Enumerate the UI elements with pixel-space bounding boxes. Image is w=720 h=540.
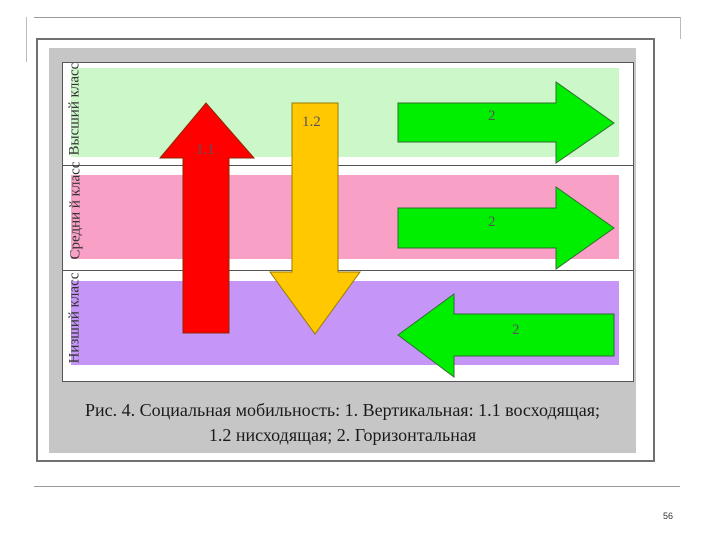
page-number: 56 (663, 511, 674, 521)
arrow-vertical-up (158, 102, 256, 334)
arrow-horizontal-upper (397, 81, 615, 164)
arrow-up-label: 1.1 (196, 142, 215, 158)
band-divider (63, 165, 633, 166)
left-rule (26, 17, 27, 62)
caption-line-1: Рис. 4. Социальная мобильность: 1. Верти… (84, 400, 601, 420)
arrow-down-label: 1.2 (302, 114, 321, 130)
right-rule (680, 17, 681, 39)
arrow-horizontal-upper-label: 2 (488, 108, 496, 124)
arrow-horizontal-lower-label: 2 (512, 322, 520, 338)
band-divider (63, 270, 633, 271)
arrow-horizontal-lower (397, 293, 615, 378)
top-rule (34, 17, 680, 18)
figure-caption: Рис. 4. Социальная мобильность: 1. Верти… (50, 398, 635, 448)
bottom-rule (34, 486, 680, 487)
arrow-vertical-down (269, 102, 361, 335)
arrow-horizontal-middle (397, 186, 615, 270)
arrow-horizontal-middle-label: 2 (488, 214, 496, 230)
caption-line-2: 1.2 нисходящая; 2. Горизонтальная (208, 425, 477, 445)
